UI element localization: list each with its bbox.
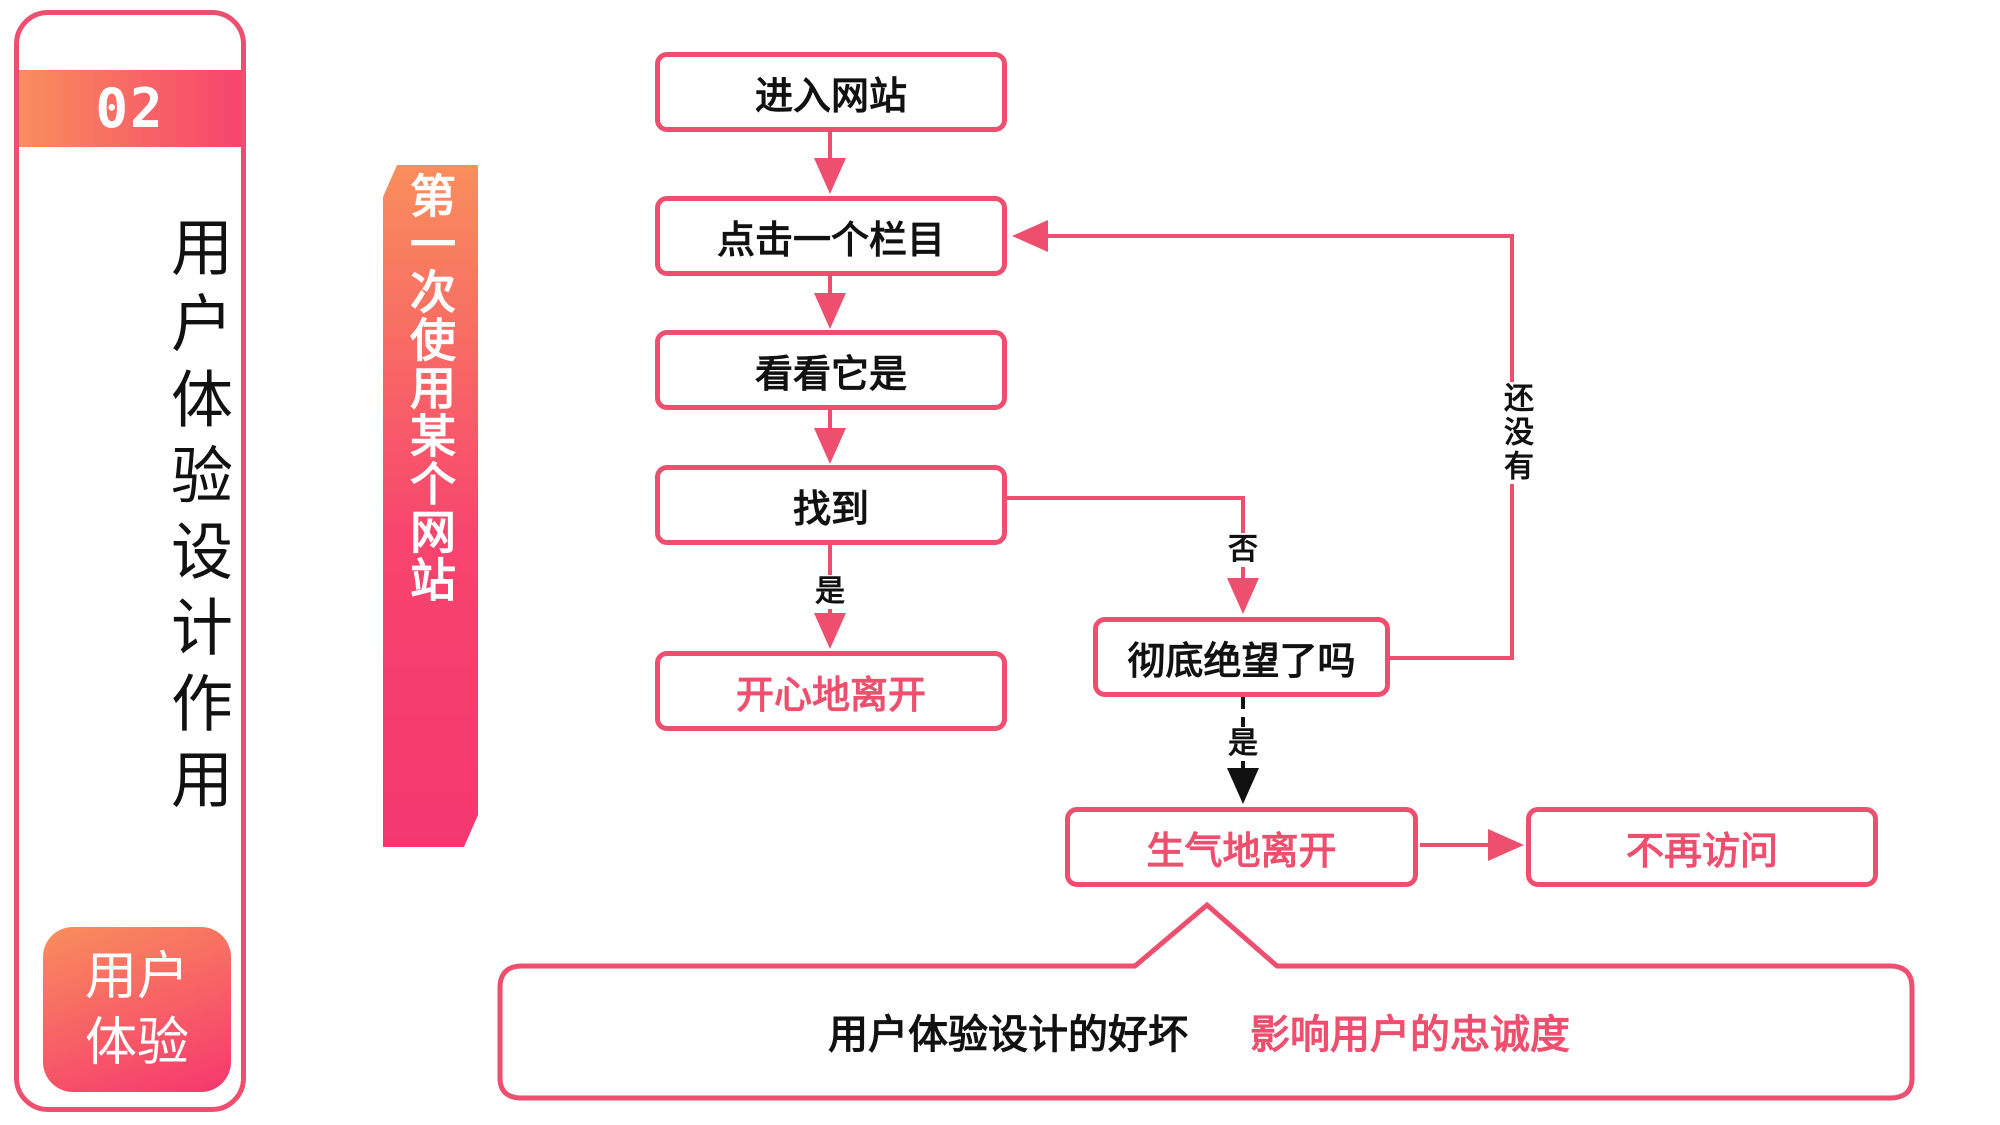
section-panel: 02 用户体验设计作用 用户体验 [14,10,246,1112]
node-look-around: 看看它是 [655,330,1007,410]
node-no-return: 不再访问 [1526,807,1878,887]
edge-label-no: 否 [1223,533,1263,567]
arrow-despair-to-click [1012,220,1514,660]
section-title-text: 用户体验设计作用 [160,215,233,823]
callout-left-text: 用户体验设计的好坏 [828,1012,1188,1058]
edge-label-yes-right: 是 [1223,727,1263,761]
tag-badge: 用户体验 [43,927,231,1092]
section-title: 用户体验设计作用 [19,215,241,823]
callout-right-text: 影响用户的忠诚度 [1250,1012,1570,1058]
node-despair: 彻底绝望了吗 [1093,617,1390,697]
node-leave-happy: 开心地离开 [655,651,1007,731]
node-found: 找到 [655,465,1007,545]
section-number: 02 [19,70,241,147]
node-click-column: 点击一个栏目 [655,196,1007,276]
node-enter-site: 进入网站 [655,52,1007,132]
node-leave-angry: 生气地离开 [1065,807,1418,887]
arrow-found-to-despair [1007,496,1259,614]
callout-bubble [497,901,1915,1101]
edge-label-not-yet: 还没有 [1492,382,1533,484]
edge-label-yes-left: 是 [810,575,850,609]
ribbon-banner [383,165,478,847]
ribbon-title: 第一次使用某个网站 [403,172,457,604]
